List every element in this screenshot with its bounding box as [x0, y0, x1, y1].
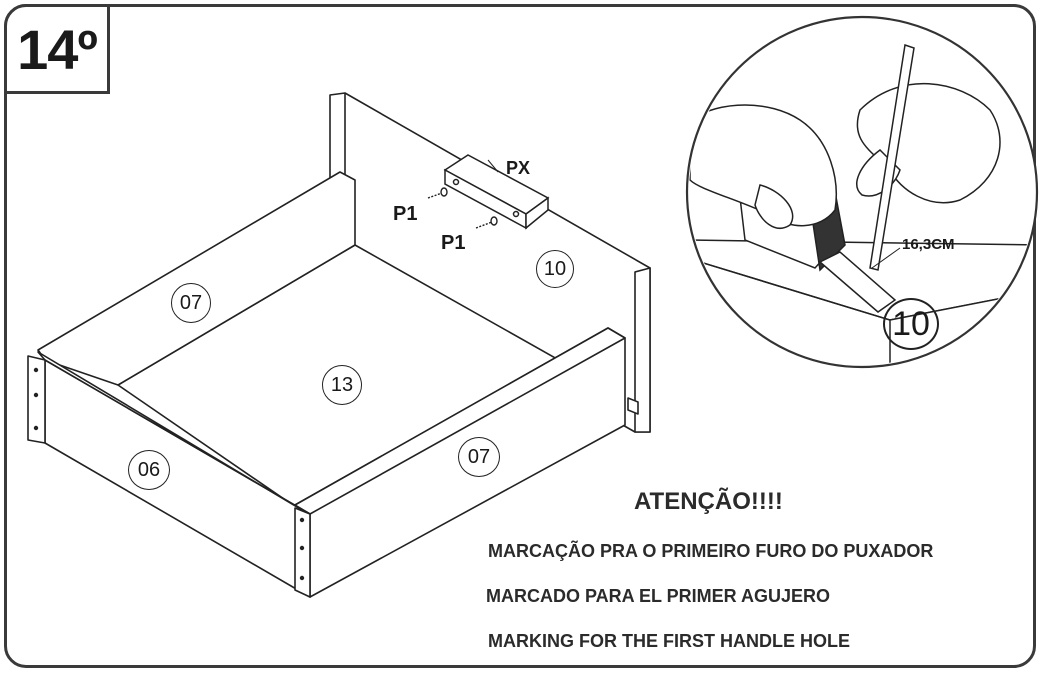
part-circle-detail-board: 10: [883, 298, 939, 350]
measurement-label: 16,3CM: [902, 236, 955, 253]
part-number: 06: [137, 458, 161, 481]
step-number: 14º: [17, 17, 98, 81]
front-panel-right-edge: [294, 507, 311, 598]
part-circle-bottom-panel: 13: [322, 365, 362, 405]
part-number: 07: [467, 445, 491, 468]
px-label: PX: [506, 158, 531, 178]
part-circle-left-side: 07: [171, 283, 211, 323]
handle-bracket: [443, 154, 550, 230]
p1-top-label: P1: [393, 203, 418, 225]
part-number: 07: [179, 291, 203, 314]
detail-magnifier: [685, 15, 1039, 369]
notice-english: MARKING FOR THE FIRST HANDLE HOLE: [488, 631, 850, 651]
step-number-box: 14º: [4, 4, 110, 94]
part-circle-right-side: 07: [458, 437, 500, 477]
front-panel-left-edge: [27, 355, 46, 444]
screws: [427, 187, 498, 229]
notice-spanish: MARCADO PARA EL PRIMER AGUJERO: [486, 586, 831, 606]
part-circle-back-panel: 10: [536, 250, 574, 288]
p1-bottom-label: P1: [441, 232, 466, 254]
part-number: 13: [330, 373, 354, 396]
part-number: 10: [543, 257, 567, 280]
step-frame: [4, 4, 1036, 668]
back-panel-edge: [634, 267, 651, 433]
part-number: 10: [892, 304, 930, 343]
part-circle-front-panel: 06: [128, 450, 170, 490]
notice-title: ATENÇÃO!!!!: [634, 488, 783, 515]
notice-portuguese: MARCAÇÃO PRA O PRIMEIRO FURO DO PUXADOR: [488, 541, 934, 561]
